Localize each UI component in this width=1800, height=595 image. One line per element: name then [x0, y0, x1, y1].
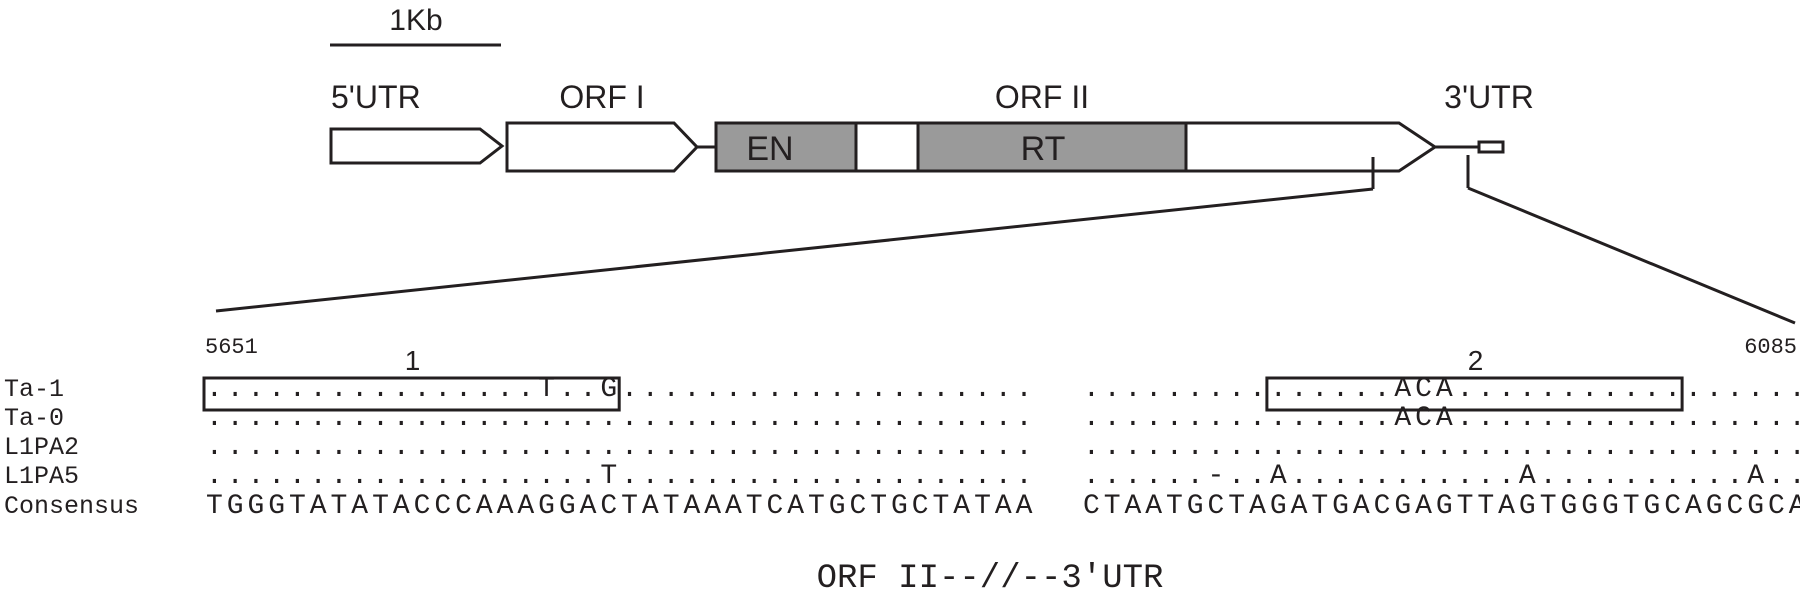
- row-label: L1PA5: [4, 462, 79, 491]
- caption: ORF II--//--3'UTR: [817, 560, 1164, 595]
- sequence-block1: ........................................: [206, 432, 1032, 463]
- end-position: 6085: [1744, 335, 1797, 360]
- zoom-line-end: [1467, 186, 1796, 325]
- label-orf1: ORF I: [559, 79, 644, 115]
- alignment-row-l1pa2: L1PA2...................................…: [4, 432, 1800, 463]
- sequence-block1: TGGGTATATACCCAAAGGACTATAAATCATGCTGCTATAA: [206, 491, 1033, 522]
- sequence-block2: ...............ACA......................: [1083, 374, 1800, 405]
- region-box-1: [202, 376, 621, 412]
- sequence-block2: ...............ACA......................: [1083, 403, 1800, 434]
- alignment-row-ta-0: Ta-0....................................…: [4, 403, 1800, 434]
- alignment-row-consensus: Consensus TGGGTATATACCCAAAGGACTATAAATCATG…: [4, 491, 1800, 522]
- row-label: Ta-0: [4, 404, 64, 433]
- rt-domain-label: RT: [1021, 130, 1066, 168]
- orf1-arrow: [505, 121, 700, 173]
- region-box-2: [1265, 376, 1684, 412]
- sequence-block2: ......-..A...........A..........A.....A.: [1083, 461, 1800, 492]
- zoom-line-start: [215, 187, 1374, 313]
- sequence-block2: ........................................: [1083, 432, 1800, 463]
- region-label-1: 1: [405, 345, 421, 376]
- row-label: Consensus: [4, 492, 139, 521]
- label-orf2: ORF II: [995, 79, 1089, 115]
- rt-domain: [916, 121, 1188, 173]
- alignment-row-l1pa5: L1PA5 ...................T...............…: [4, 461, 1800, 492]
- alignment-row-ta-1: Ta-1................T..G................…: [4, 374, 1800, 405]
- region-label-2: 2: [1468, 345, 1484, 376]
- en-domain: [714, 121, 858, 173]
- alignment: Ta-1................T..G................…: [4, 374, 1800, 522]
- en-domain-label: EN: [746, 130, 793, 168]
- row-label: L1PA2: [4, 433, 79, 462]
- label-5utr: 5'UTR: [331, 79, 421, 115]
- sequence-block1: ...................T....................: [206, 461, 1032, 492]
- start-position: 5651: [205, 335, 258, 360]
- sequence-block2: CTAATGCTAGATGACGAGTTAGTGGGTGCAGCGCACCAGC: [1083, 491, 1800, 522]
- polya-box: [1477, 140, 1505, 154]
- scale-bar-label: 1Kb: [389, 4, 442, 37]
- label-3utr: 3'UTR: [1444, 79, 1534, 115]
- utr5-arrow: [329, 127, 505, 165]
- row-label: Ta-1: [4, 375, 64, 404]
